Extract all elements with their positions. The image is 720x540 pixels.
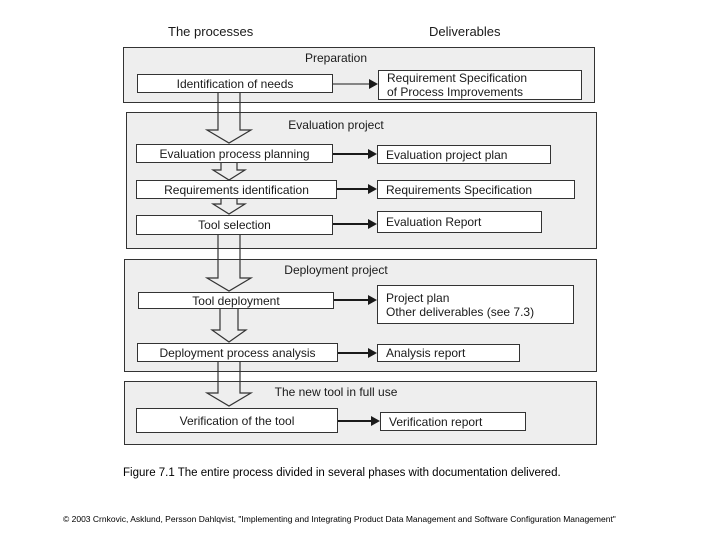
arrow-line: [333, 83, 371, 85]
process-box-tool-deployment: Tool deployment: [138, 292, 334, 309]
deliverable-box-evaluation-project-plan: Evaluation project plan: [377, 145, 551, 164]
deliverable-box-requirements-specification: Requirements Specification: [377, 180, 575, 199]
right-arrow-icon: [334, 295, 377, 305]
deliverable-box-project-plan-other-deliverables: Project plan Other deliverables (see 7.3…: [377, 285, 574, 324]
process-box-evaluation-process-planning: Evaluation process planning: [136, 144, 333, 163]
figure-caption: Figure 7.1 The entire process divided in…: [123, 467, 561, 479]
arrow-line: [337, 188, 370, 190]
right-arrow-icon: [333, 79, 378, 89]
arrow-head: [368, 149, 377, 159]
arrow-line: [333, 153, 370, 155]
deliverable-box-evaluation-report: Evaluation Report: [377, 211, 542, 233]
right-arrow-icon: [338, 348, 377, 358]
deliverable-box-verification-report: Verification report: [380, 412, 526, 431]
arrow-line: [338, 420, 373, 422]
right-arrow-icon: [333, 219, 377, 229]
arrow-line: [333, 223, 370, 225]
down-arrow-icon: [204, 92, 254, 144]
deliverable-box-requirement-specification: Requirement Specification of Process Imp…: [378, 70, 582, 100]
phase-title-new-tool-in-full-use: The new tool in full use: [274, 385, 398, 399]
process-box-tool-selection: Tool selection: [136, 215, 333, 235]
arrow-head: [368, 295, 377, 305]
deliverables-column-header: Deliverables: [429, 24, 501, 39]
down-arrow-icon: [204, 234, 254, 292]
arrow-head: [371, 416, 380, 426]
deliverable-box-analysis-report: Analysis report: [377, 344, 520, 362]
copyright-line: © 2003 Crnkovic, Asklund, Persson Dahlqv…: [63, 514, 616, 524]
arrow-head: [369, 79, 378, 89]
down-arrow-icon: [210, 198, 248, 215]
process-box-identification-of-needs: Identification of needs: [137, 74, 333, 93]
down-arrow-icon: [204, 361, 254, 407]
right-arrow-icon: [338, 416, 380, 426]
arrow-line: [338, 352, 370, 354]
right-arrow-icon: [333, 149, 377, 159]
phase-title-evaluation-project: Evaluation project: [288, 118, 384, 132]
arrow-line: [334, 299, 370, 301]
process-box-verification-of-the-tool: Verification of the tool: [136, 408, 338, 433]
phase-title-preparation: Preparation: [304, 51, 368, 65]
processes-column-header: The processes: [168, 24, 254, 39]
arrow-head: [368, 219, 377, 229]
arrow-head: [368, 348, 377, 358]
down-arrow-icon: [210, 308, 248, 343]
process-box-requirements-identification: Requirements identification: [136, 180, 337, 199]
phase-title-deployment-project: Deployment project: [284, 263, 388, 277]
right-arrow-icon: [337, 184, 377, 194]
down-arrow-icon: [210, 163, 248, 181]
arrow-head: [368, 184, 377, 194]
process-box-deployment-process-analysis: Deployment process analysis: [137, 343, 338, 362]
